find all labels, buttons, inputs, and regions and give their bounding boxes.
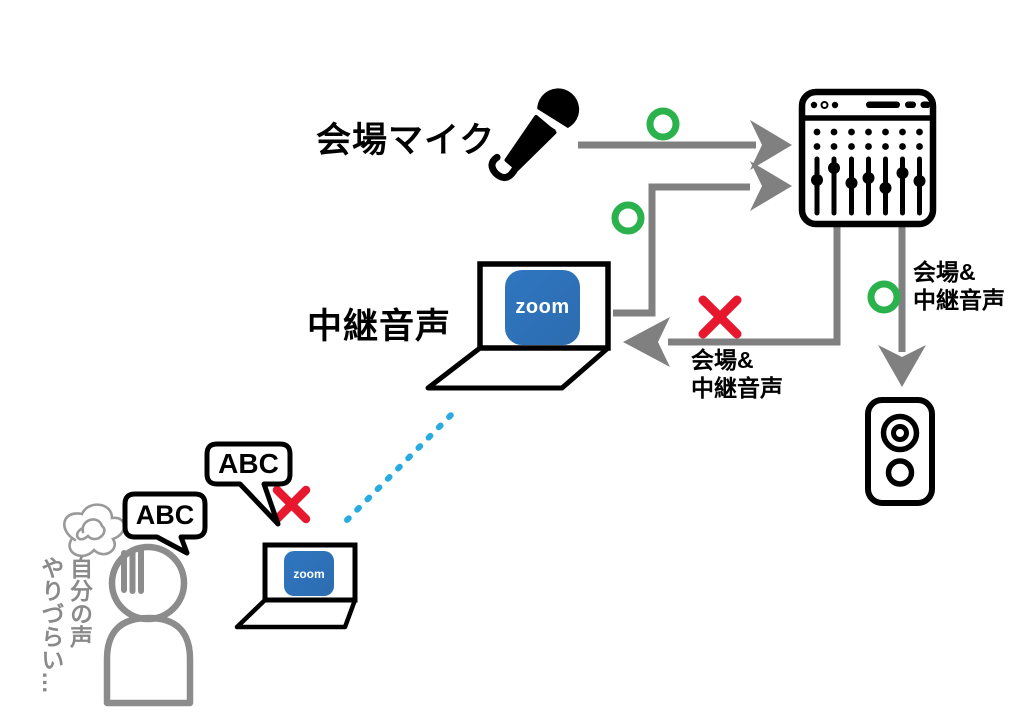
speaker-icon bbox=[865, 397, 935, 506]
person-icon bbox=[103, 543, 194, 707]
zoom-app-logo: zoom bbox=[505, 270, 580, 345]
laptop-feed-label: 会場& 中継音声 bbox=[691, 347, 783, 401]
ok-circle-icon bbox=[867, 280, 901, 314]
ng-x-icon bbox=[272, 485, 311, 524]
mixer-to-speaker-arrow bbox=[878, 224, 926, 387]
zoom-connection-dotted-line bbox=[344, 408, 458, 523]
person-complaint-text: 自分の声 やりづらい… bbox=[37, 556, 93, 694]
ng-x-icon bbox=[698, 295, 742, 339]
zoom-logo-text: zoom bbox=[293, 566, 325, 581]
ok-circle-icon bbox=[646, 107, 680, 141]
mic-to-mixer-arrow bbox=[578, 120, 792, 170]
speaker-feed-label: 会場& 中継音声 bbox=[913, 259, 1005, 313]
mixer-to-laptop-arrow bbox=[623, 224, 841, 367]
remote-zoom-app-logo: zoom bbox=[284, 551, 334, 596]
venue-mic-label: 会場マイク bbox=[316, 121, 496, 160]
laptop-to-mixer-arrow bbox=[613, 161, 792, 317]
microphone-icon bbox=[488, 88, 580, 182]
mixer-icon bbox=[798, 88, 937, 228]
speech-bubble-outline bbox=[204, 441, 293, 527]
speech-bubble-outline bbox=[122, 491, 208, 556]
relay-audio-label: 中継音声 bbox=[307, 307, 452, 346]
person-speech-bubble-text: ABC bbox=[135, 499, 195, 530]
scribble-icon bbox=[63, 503, 126, 558]
laptop-speech-bubble-text: ABC bbox=[218, 448, 279, 479]
zoom-logo-text: zoom bbox=[515, 296, 570, 318]
ok-circle-icon bbox=[611, 201, 645, 235]
